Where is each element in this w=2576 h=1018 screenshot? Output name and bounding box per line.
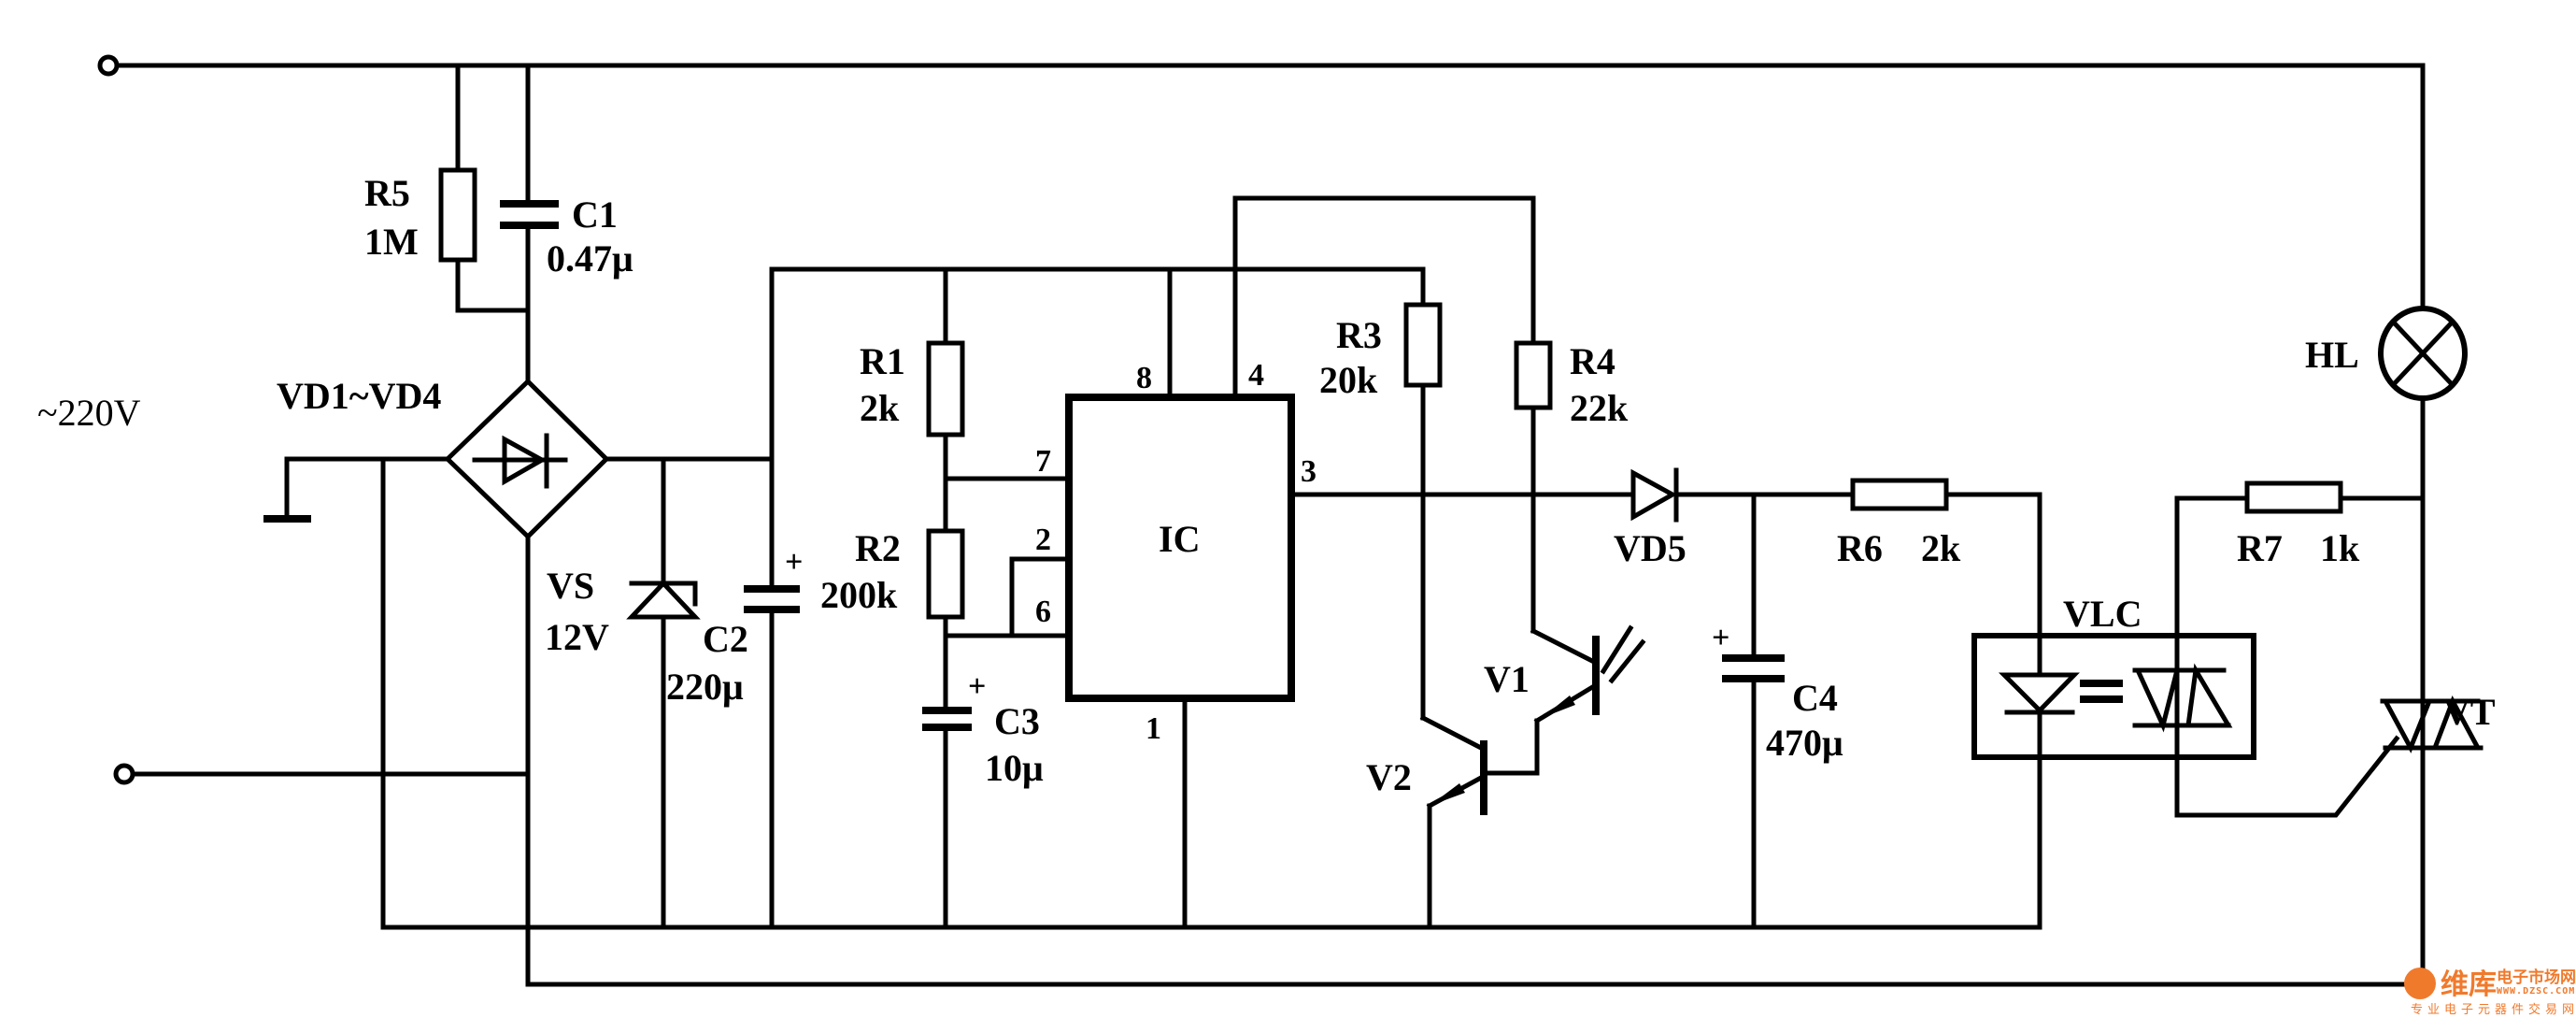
vlc-ref: VLC [2063, 593, 2142, 635]
triac-vt [2380, 695, 2483, 753]
r5-value: 1M [364, 221, 419, 263]
vs-ref: VS [547, 565, 594, 607]
c4-value: 470μ [1766, 722, 1843, 764]
gate-wire [2174, 735, 2400, 818]
ic-ref: IC [1159, 518, 1200, 560]
vs-value: 12V [545, 616, 609, 658]
wire [1943, 492, 2042, 930]
watermark-brand: 维库 [2441, 968, 2497, 1001]
r4-ref: R4 [1570, 340, 1615, 382]
resistor-r5 [438, 167, 477, 263]
hl-ref: HL [2305, 334, 2359, 376]
r6-value: 2k [1921, 527, 1961, 569]
r4-value: 22k [1570, 387, 1629, 429]
c4-polarity: + [1712, 621, 1729, 655]
r1-value: 2k [860, 387, 900, 429]
c3-polarity: + [968, 669, 986, 704]
c2-value: 220μ [666, 666, 744, 708]
resistor-r6 [1850, 478, 1949, 511]
r7-value: 1k [2320, 527, 2360, 569]
resistor-r3 [1403, 302, 1443, 388]
phototransistor-v1 [1542, 624, 1646, 718]
c2-polarity: + [785, 545, 803, 580]
ic-pin-1: 1 [1146, 711, 1161, 746]
watermark-tagline: 专业电子元器件交易网站 [2411, 1002, 2576, 1017]
v2-collector [1419, 714, 1485, 752]
r2-ref: R2 [855, 527, 901, 569]
mains-terminal-bottom [113, 763, 135, 785]
optocoupler-vlc [1971, 633, 2256, 760]
labels: ~220V R5 1M C1 0.47μ VD1~VD4 VS 12V C2 2… [37, 172, 2496, 798]
r3-value: 20k [1319, 359, 1378, 401]
c4-ref: C4 [1792, 677, 1838, 719]
r1-ref: R1 [860, 340, 905, 382]
r2-value: 200k [820, 574, 898, 616]
vt-ref: VT [2443, 691, 2496, 733]
watermark-site-name: 电子市场网 [2497, 968, 2576, 987]
v1-emitter-to-v2-base [1481, 718, 1540, 776]
v1-collector [1530, 627, 1598, 666]
pin4-wire [1232, 195, 1536, 400]
ic-555 [1065, 394, 1295, 702]
watermark-url: WWW.DZSC.COM [2497, 986, 2575, 996]
transistor-v2 [1430, 740, 1487, 815]
ic-pin-2: 2 [1035, 523, 1051, 557]
wires [117, 63, 2426, 987]
vd5-ref: VD5 [1614, 527, 1686, 569]
resistor-r4 [1514, 340, 1553, 410]
ic-pin-7: 7 [1035, 444, 1051, 479]
resistor-r7 [2244, 480, 2343, 514]
watermark-logo-icon [2404, 968, 2436, 999]
pin2-pin6-link [1009, 556, 1072, 638]
bridge-rectifier [444, 378, 610, 540]
r6-ref: R6 [1837, 527, 1883, 569]
diode-vd5 [1630, 467, 1679, 523]
resistor-r1 [926, 340, 965, 437]
ic-pin-4: 4 [1248, 358, 1264, 393]
zener-diode-vs [626, 580, 701, 620]
lamp-hl [2378, 306, 2468, 401]
r5-ref: R5 [364, 172, 410, 214]
c3-value: 10μ [985, 747, 1044, 789]
led-icon [1998, 672, 2080, 714]
triac-icon [2134, 667, 2181, 733]
watermark: 维库 电子市场网 WWW.DZSC.COM 专业电子元器件交易网站 [2404, 968, 2576, 1017]
c1-ref: C1 [572, 194, 618, 236]
r3-ref: R3 [1336, 314, 1382, 356]
resistor-r2 [926, 528, 965, 620]
v1-ref: V1 [1484, 658, 1530, 700]
ic-pin-8: 8 [1136, 361, 1152, 395]
c2-ref: C2 [703, 618, 748, 660]
wire [2174, 495, 2250, 638]
bridge-ref: VD1~VD4 [277, 375, 441, 417]
mains-terminal-top [97, 54, 120, 77]
light-arrow-icon [1600, 624, 1634, 675]
light-arrow-icon [1608, 638, 1646, 684]
c1-value: 0.47μ [547, 237, 633, 280]
supply-label: ~220V [37, 392, 141, 434]
r7-ref: R7 [2237, 527, 2283, 569]
c3-ref: C3 [994, 700, 1040, 742]
v2-ref: V2 [1366, 756, 1412, 798]
ic-pin-6: 6 [1035, 595, 1051, 629]
ic-pin-3: 3 [1301, 454, 1316, 489]
